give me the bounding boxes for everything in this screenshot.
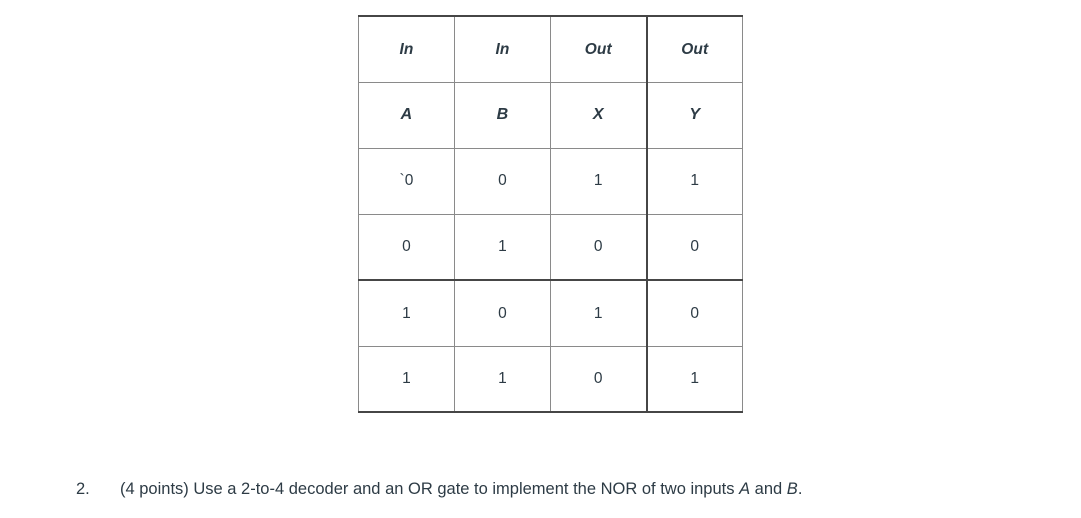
cell-b: 1 <box>454 214 551 281</box>
header-cell-var-x: X <box>550 82 648 149</box>
cell-b: 0 <box>454 148 551 215</box>
table-row: 0 1 0 0 <box>358 214 743 281</box>
question-text-part-2: and <box>750 480 787 498</box>
header-label-var-a: A <box>400 106 413 123</box>
table-header-row-io: In In Out Out <box>358 16 743 83</box>
cell-x: 0 <box>550 346 648 412</box>
table-row: 1 0 1 0 <box>358 280 743 347</box>
header-cell-var-a: A <box>358 82 455 149</box>
table-row: `0 0 1 1 <box>358 148 743 215</box>
header-cell-out-y: Out <box>646 16 743 83</box>
cell-y: 1 <box>690 370 700 387</box>
truth-table: In In Out Out A B X Y `0 0 1 1 0 1 0 0 <box>358 15 743 413</box>
header-label-var-b: B <box>496 106 509 123</box>
question-text-part-3: . <box>797 480 803 498</box>
cell-a: `0 <box>358 148 455 215</box>
header-label-var-y: Y <box>689 106 701 123</box>
header-cell-in-b: In <box>454 16 551 83</box>
cell-a: 1 <box>358 346 455 412</box>
header-cell-var-y: Y <box>646 82 743 149</box>
header-label-in-a: In <box>399 40 414 58</box>
question-number: 2. <box>76 480 90 498</box>
cell-x: 1 <box>550 148 648 215</box>
question-variable-a: A <box>739 480 751 498</box>
question-text: (4 points) Use a 2-to-4 decoder and an O… <box>120 478 802 500</box>
cell-x: 0 <box>550 214 648 281</box>
question-text-part-1: (4 points) Use a 2-to-4 decoder and an O… <box>120 480 740 498</box>
cell-y: 1 <box>646 148 743 215</box>
header-cell-var-b: B <box>454 82 551 149</box>
question-variable-b: B <box>786 480 798 498</box>
header-label-out-y: Out <box>681 40 709 58</box>
cell-y: 0 <box>646 214 743 281</box>
cell-b: 1 <box>454 346 551 412</box>
cell-y: 0 <box>646 280 743 347</box>
cell-a: 1 <box>358 280 455 347</box>
header-cell-out-x: Out <box>550 16 648 83</box>
header-label-var-x: X <box>592 106 604 123</box>
header-cell-in-a: In <box>358 16 455 83</box>
truth-table-container: In In Out Out A B X Y `0 0 1 1 0 1 0 0 <box>358 15 743 413</box>
header-label-out-x: Out <box>584 40 612 58</box>
question-2: 2. (4 points) Use a 2-to-4 decoder and a… <box>76 478 802 500</box>
cell-x: 1 <box>550 280 648 347</box>
header-label-in-b: In <box>495 40 510 58</box>
cell-b: 0 <box>454 280 551 347</box>
cell-a: 0 <box>358 214 455 281</box>
table-header-row-vars: A B X Y <box>358 82 743 149</box>
table-row: 1 1 0 1 <box>358 346 743 412</box>
